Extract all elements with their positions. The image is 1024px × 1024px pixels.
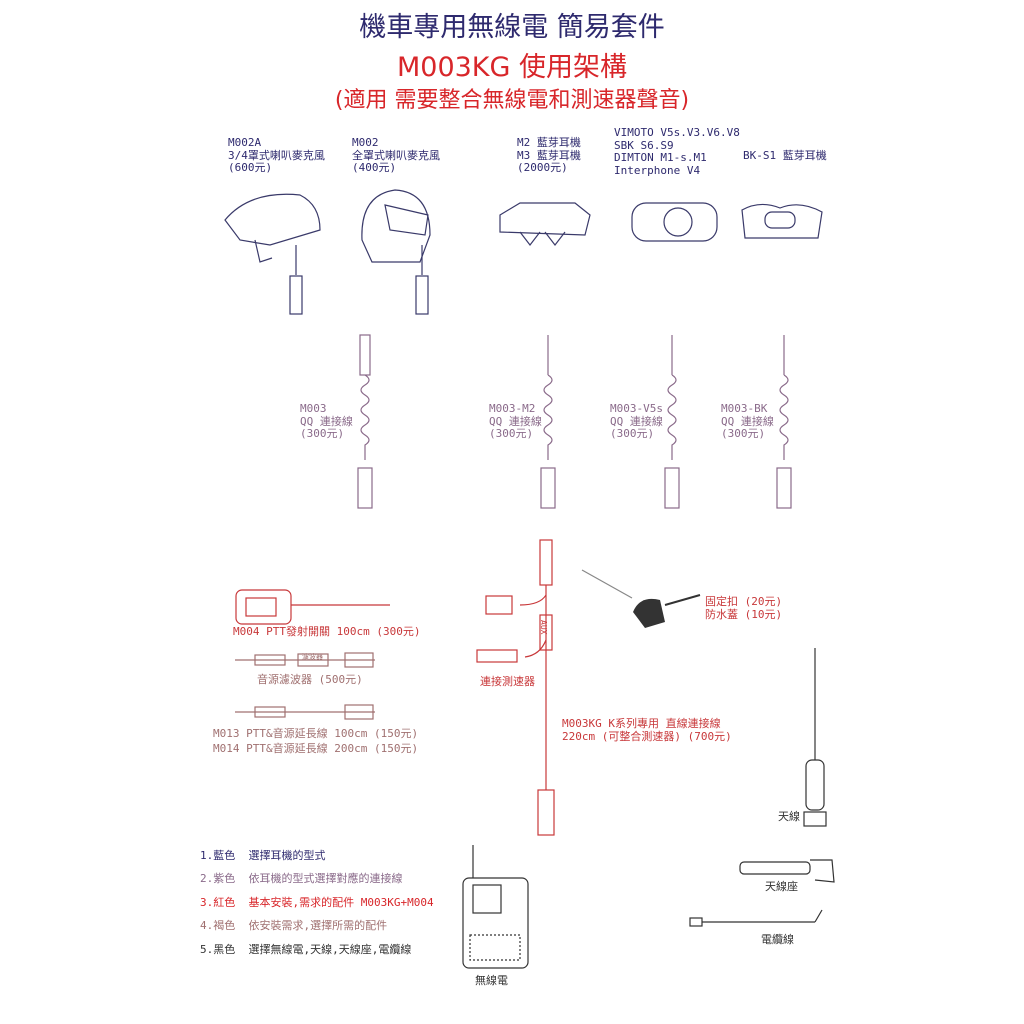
legend-item-2: 2.紫色 依耳機的型式選擇對應的連接線 bbox=[200, 872, 403, 885]
qq-cables-icon bbox=[357, 334, 792, 509]
antenna-mount-icon bbox=[739, 859, 835, 883]
cable-label-m003: M003 QQ 連接線 (300元) bbox=[300, 402, 353, 441]
main-cable-label: M003KG K系列專用 直線連接線 220cm (可整合測速器) (700元) bbox=[562, 717, 732, 743]
headset-label-bks1: BK-S1 藍芽耳機 bbox=[743, 149, 827, 162]
ptt-switch-icon bbox=[235, 589, 390, 625]
ext1-label: M013 PTT&音源延長線 100cm (150元) bbox=[213, 727, 419, 740]
extension-cable-icon bbox=[235, 704, 375, 720]
legend-item-1: 1.藍色 選擇耳機的型式 bbox=[200, 849, 326, 862]
ext2-label: M014 PTT&音源延長線 200cm (150元) bbox=[213, 742, 419, 755]
radio-icon bbox=[462, 845, 529, 969]
headset-label-m002a: M002A 3/4罩式喇叭麥克風 (600元) bbox=[228, 136, 325, 175]
speedometer-label: 連接測速器 bbox=[480, 675, 535, 688]
helmet-open-face-icon bbox=[224, 193, 321, 315]
antenna-icon bbox=[803, 648, 827, 827]
filter-label: 音源濾波器 (500元) bbox=[257, 673, 363, 686]
headset-label-m002: M002 全罩式喇叭麥克風 (400元) bbox=[352, 136, 440, 175]
m2-headset-icon bbox=[499, 202, 591, 246]
legend-item-5: 5.黑色 選擇無線電,天線,天線座,電纜線 bbox=[200, 943, 412, 956]
antenna-label: 天線 bbox=[778, 810, 800, 823]
ptt-label: M004 PTT發射開關 100cm (300元) bbox=[233, 625, 421, 638]
headset-label-vimoto: VIMOTO V5s.V3.V6.V8 SBK S6.S9 DIMTON M1-… bbox=[614, 126, 740, 177]
title-line2: M003KG 使用架構 bbox=[396, 52, 628, 83]
power-cable-label: 電纜線 bbox=[761, 933, 794, 946]
cable-label-m003-v5s: M003-V5s QQ 連接線 (300元) bbox=[610, 402, 663, 441]
cable-m003 bbox=[357, 334, 373, 509]
headset-label-m2: M2 藍芽耳機 M3 藍芽耳機 (2000元) bbox=[517, 136, 581, 175]
radio-label: 無線電 bbox=[475, 974, 508, 987]
filter-tag: 濾波器 bbox=[302, 653, 323, 661]
vimoto-headset-icon bbox=[631, 202, 718, 242]
power-cable-icon bbox=[689, 909, 823, 927]
aux-label: AUX bbox=[539, 620, 549, 635]
clip-icon bbox=[633, 594, 701, 628]
cable-m003-v5s bbox=[664, 335, 680, 509]
cable-label-m003-bk: M003-BK QQ 連接線 (300元) bbox=[721, 402, 774, 441]
title-line3: (適用 需要整合無線電和測速器聲音) bbox=[334, 88, 690, 113]
m003kg-main-cable-icon bbox=[476, 539, 555, 836]
arrow-icon bbox=[581, 569, 633, 599]
legend-item-4: 4.褐色 依安裝需求,選擇所需的配件 bbox=[200, 919, 388, 932]
cable-m003-bk bbox=[776, 335, 792, 509]
filter-cable-icon bbox=[235, 652, 375, 668]
bks1-headset-icon bbox=[741, 203, 823, 239]
clip-label: 固定扣 (20元) 防水蓋 (10元) bbox=[705, 595, 783, 621]
mount-label: 天線座 bbox=[765, 880, 798, 893]
helmet-full-face-icon bbox=[361, 189, 431, 315]
cable-label-m003-m2: M003-M2 QQ 連接線 (300元) bbox=[489, 402, 542, 441]
title-line1: 機車專用無線電 簡易套件 bbox=[359, 12, 665, 43]
legend-item-3: 3.紅色 基本安裝,需求的配件 M003KG+M004 bbox=[200, 896, 434, 909]
cable-m003-m2 bbox=[540, 335, 556, 509]
